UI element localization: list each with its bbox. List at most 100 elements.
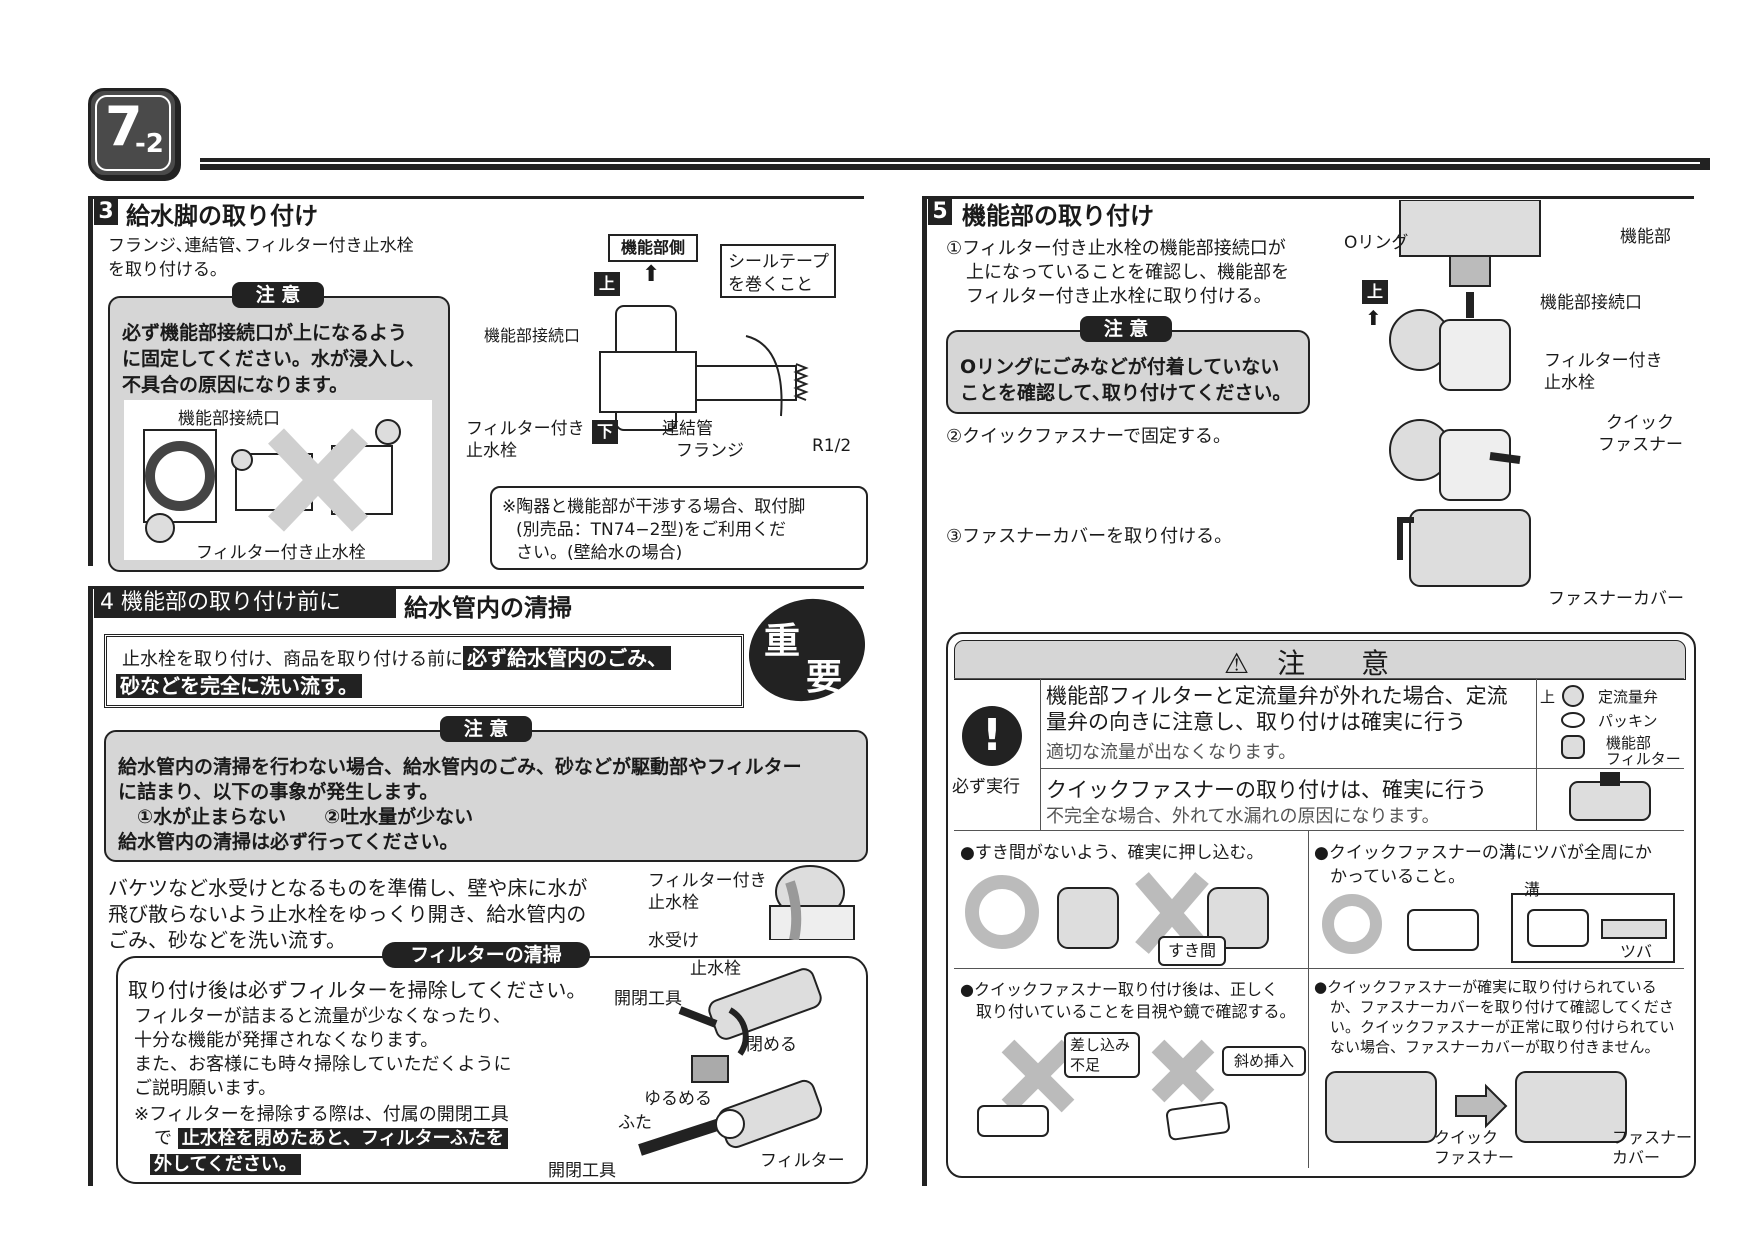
bucket-line1: バケツなど水受けとなるものを準備し、壁や床に水が [108,876,588,900]
filter-lead: 取り付け後は必ずフィルターを掃除してください。 [128,978,587,1002]
section3-note-1: ※陶器と機能部が干渉する場合、取付脚 [502,497,806,517]
seal-tape-line2: を巻くこと [728,275,813,295]
filter-note2-highlight: 止水栓を閉めたあと、フィルターふたを [177,1128,508,1149]
section4-caution-line3: ①水が止まらない ②吐水量が少ない [118,806,474,828]
important-char-1: 重 [764,621,801,662]
flange-label: フランジ [676,441,744,461]
c4-fastener-label-2: ファスナー [1434,1148,1515,1167]
c4-cover-label-2: カバー [1612,1148,1661,1167]
section5-caution-line1: Oリングにごみなどが付着していない [960,356,1280,378]
check2-illustration [1322,893,1675,963]
section4-number: 4 機能部の取り付け前に [94,588,396,618]
bucket-line2: 飛び散らないよう止水栓をゆっくり開き、給水管内の [108,902,587,926]
section5-valve-label-2: 止水栓 [1544,373,1595,393]
section4-top-rule [88,586,864,589]
row2-sub: 不完全な場合、外れて水漏れの原因になります。 [1046,806,1440,827]
check2-text-1: ●クイックファスナーの溝にツバが全周にか [1314,843,1652,863]
bad2-label: 斜め挿入 [1222,1046,1306,1076]
warning-grid-rule-2 [1040,678,1041,830]
section3-image-label-top: 機能部接続口 [178,409,280,429]
header-rule-highlight [200,162,1700,164]
section4-title: 給水管内の清掃 [404,594,572,622]
up-arrow-icon: ⬆ [642,262,661,287]
section3-caution-line2: に固定してください。水が浸入し、 [122,348,425,370]
section5-up-label: 上 [1362,280,1388,304]
cover-label: ファスナーカバー [1548,589,1684,609]
check1-text: ●すき間がないよう、確実に押し込む。 [960,843,1264,863]
section4-caution-line1: 給水管内の清掃を行わない場合、給水管内のごみ、砂などが駆動部やフィルター [118,756,802,778]
flow-valve-parts-icon [1561,685,1585,759]
section3-caution-line3: 不具合の原因になります。 [122,374,349,396]
check4-text-4: ない場合、ファスナーカバーが取り付きません。 [1330,1038,1660,1056]
check3-text-2: 取り付いていることを目視や鏡で確認する。 [976,1002,1296,1021]
warning-grid-rule-4 [1040,768,1684,769]
warning-header [954,640,1686,680]
section4-box-lead: 止水栓を取り付け、商品を取り付ける前に [122,649,464,670]
pipe-label: 連結管 [662,419,713,439]
important-char-2: 要 [806,657,843,698]
unit-mounting-illustration [1389,200,1541,587]
filter-note3-highlight: 外してください。 [150,1154,301,1175]
filter-note3: 外してください。 [150,1150,301,1176]
section3-image-label-bottom: フィルター付き止水栓 [196,543,366,563]
gap-label: すき間 [1158,936,1226,966]
row1-title-1: 機能部フィルターと定流量弁が外れた場合、定流 [1046,684,1508,708]
filter-line4: ご説明願います。 [134,1078,277,1099]
bad1-label-2: 不足 [1070,1056,1101,1074]
tool-valve-label: 止水栓 [690,959,741,979]
section3-note-box [490,486,868,570]
section4-caution-line4: 給水管内の清掃は必ず行ってください。 [118,831,459,853]
header-rule [200,158,1710,170]
oring-label: Oリング [1344,233,1409,253]
port-label: 機能部接続口 [484,326,581,345]
row2-title: クイックファスナーの取り付けは、確実に行う [1046,778,1487,802]
tool1-label: 開閉工具 [614,989,682,1009]
section4-box-line2: 砂などを完全に洗い流す。 [116,670,362,699]
valve-assembly-illustration [599,305,809,431]
section3-caution-line1: 必ず機能部接続口が上になるよう [122,322,408,344]
c4-fastener-label-1: クイック [1434,1128,1499,1147]
section3-side-rule [88,196,93,566]
step1-line1: ①フィルター付き止水栓の機能部接続口が [946,238,1286,259]
filter-part-label: フィルター [760,1151,845,1171]
c4-cover-label-1: ファスナー [1612,1128,1693,1147]
unit-side-label: 機能部側 [608,234,698,262]
filter-note2: で 止水栓を閉めたあと、フィルターふたを [154,1124,508,1150]
section5-valve-label-1: フィルター付き [1544,351,1663,371]
fastener-label-1: クイック [1606,413,1674,433]
check4-text-2: か、ファスナーカバーを取り付けて確認してくださ [1330,998,1674,1016]
bad1-label-1: 差し込み [1070,1036,1131,1054]
section-badge: 7 -2 [88,88,178,178]
bucket-valve-label-1: フィルター付き [648,871,767,891]
section4-side-rule [88,586,93,1186]
parts-packing-label: パッキン [1598,712,1658,730]
section5-caution-tag: 注 意 [1080,316,1172,342]
section3-note-3: さい。(壁給水の場合) [516,543,683,563]
check4-text-1: ●クイックファスナーが確実に取り付けられている [1314,978,1657,996]
warning-grid-rule-5 [954,830,1684,831]
tray-label: 水受け [648,931,699,951]
loosen-label: ゆるめる [644,1089,712,1109]
section5-up-arrow-icon: ⬆ [1365,306,1382,330]
mount-orientation-illustration [143,419,401,543]
parts-filter-label-1: 機能部 [1606,734,1652,752]
row2-valve-icon [1569,772,1651,821]
section4-box [104,634,744,708]
check1-illustration [965,872,1269,954]
unit-label: 機能部 [1620,227,1671,247]
lid-label: ふた [618,1113,652,1133]
check3-text-1: ●クイックファスナー取り付け後は、正しく [960,980,1278,999]
check3-illustration [977,1039,1231,1141]
step1-line2: 上になっていることを確認し、機能部を [966,262,1290,283]
warning-grid-rule-3 [1536,678,1537,830]
filter-cleaning-tag: フィルターの清掃 [382,942,590,968]
warning-grid-rule-6 [1308,830,1309,1168]
parts-valve-label: 定流量弁 [1598,688,1659,706]
badge-subnumber: -2 [135,129,164,159]
warning-title: ⚠ 注 意 [1224,647,1390,680]
warning-grid-rule-7 [954,968,1684,969]
section3-intro-2: を取り付ける｡ [108,260,219,280]
filter-line3: また、お客様にも時々掃除していただくように [134,1054,512,1075]
section4-caution-box [104,730,868,862]
step2: ②クイックファスナーで固定する。 [946,426,1232,447]
